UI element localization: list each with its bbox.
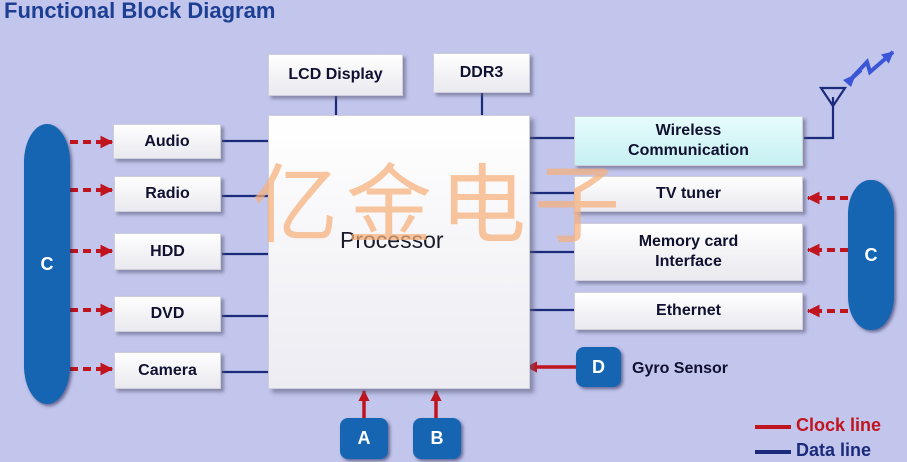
lcd-display-block: LCD Display [268,54,403,96]
left-clock-arrows [70,135,114,376]
processor-block [268,115,530,389]
radio-block: Radio [114,176,221,212]
lcd-display-label: LCD Display [288,66,383,83]
connector-d-label: D [592,356,605,377]
ddr3-block: DDR3 [433,53,530,93]
left-data-lines [222,139,268,374]
connector-a: A [340,418,388,459]
dvd-block: DVD [114,296,221,332]
connector-a-label: A [357,428,371,448]
ddr3-label: DDR3 [459,64,504,81]
clock-line-legend-label: Clock line [796,415,882,435]
audio-block: Audio [113,124,221,159]
data-line-legend-label: Data line [796,440,872,460]
antenna-icon [804,50,895,140]
dvd-label: DVD [150,305,185,322]
left-connector-label: C [40,253,54,274]
connector-b-label: B [430,428,444,448]
wireless-label-line2: Communication [628,142,749,159]
ethernet-label: Ethernet [656,302,721,319]
right-connector-label: C [864,244,878,265]
memory-card-interface-block: Memory card Interface [574,223,803,281]
hdd-block: HDD [114,233,221,270]
tv-tuner-label: TV tuner [656,185,721,202]
audio-label: Audio [144,132,190,150]
bottom-clock-arrows [358,389,442,418]
diagram-title: Functional Block Diagram [4,0,276,23]
right-clock-arrows [806,191,848,318]
wireless-communication-block: Wireless Communication [574,116,803,166]
clock-line-legend-swatch [755,425,791,429]
connector-d: D [576,347,621,387]
right-connector-c: C [848,180,894,330]
tv-tuner-block: TV tuner [574,176,803,212]
gyro-sensor-label: Gyro Sensor [632,360,729,377]
connector-b: B [413,418,461,459]
ethernet-block: Ethernet [574,292,803,330]
left-connector-c: C [24,124,70,404]
top-data-lines [334,92,484,115]
right-data-lines [530,136,574,312]
processor-label: Processor [340,227,444,253]
data-line-legend-swatch [755,450,791,454]
memory-card-label-line2: Interface [655,253,722,270]
hdd-label: HDD [150,242,185,260]
camera-label: Camera [138,361,197,379]
camera-block: Camera [114,352,221,389]
wireless-label-line1: Wireless [655,122,722,139]
radio-label: Radio [145,185,190,202]
memory-card-label-line1: Memory card [638,233,739,250]
